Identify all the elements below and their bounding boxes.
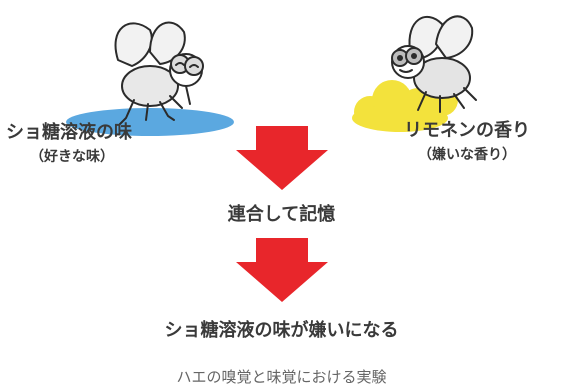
- sucrose-puddle: [66, 108, 234, 136]
- step-result: ショ糖溶液の味が嫌いになる: [164, 320, 399, 341]
- figure-caption: ハエの嗅覚と味覚における実験: [176, 368, 387, 386]
- fly-icon: [114, 21, 204, 125]
- step-associative-memory: 連合して記憶: [227, 204, 336, 225]
- down-arrow-1: [236, 126, 328, 190]
- down-arrow-2: [236, 238, 328, 302]
- left-label: ショ糖溶液の味: [6, 122, 132, 143]
- left-illustration: [66, 21, 234, 136]
- right-label: リモネンの香り: [404, 120, 530, 141]
- fly-icon: [391, 15, 477, 113]
- limonene-cloud: [352, 80, 458, 132]
- right-illustration: [352, 15, 477, 132]
- left-sublabel: （好きな味）: [30, 149, 114, 165]
- right-sublabel: （嫌いな香り）: [418, 147, 516, 163]
